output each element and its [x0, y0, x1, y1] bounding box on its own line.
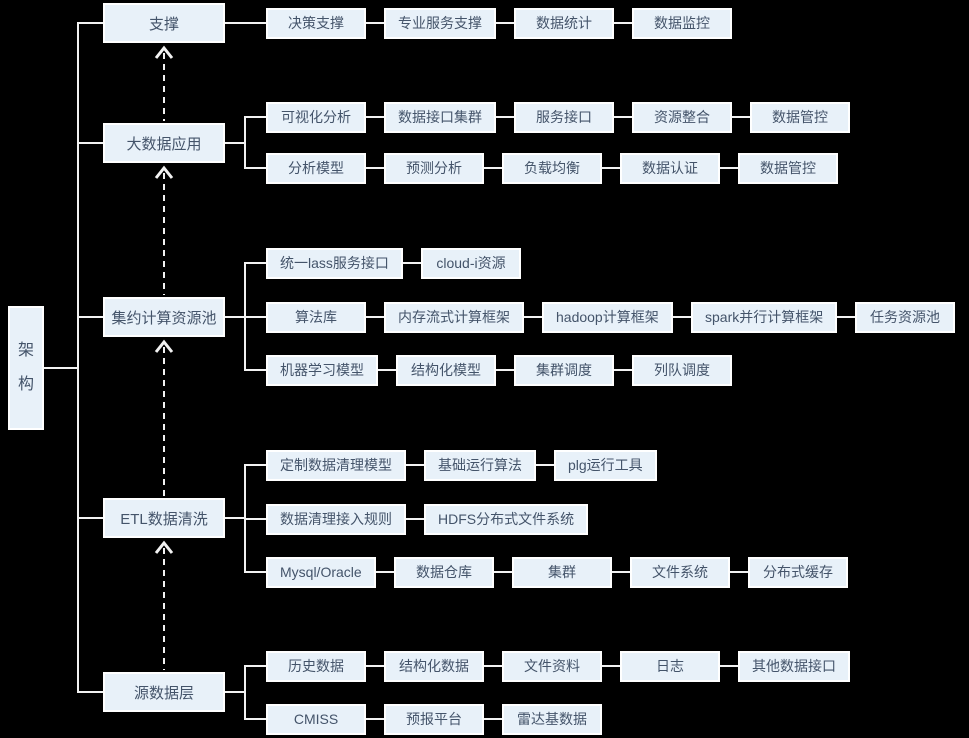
node-box: 内存流式计算框架	[384, 301, 524, 333]
node-box: 集群	[512, 556, 612, 588]
node-box: 可视化分析	[266, 101, 366, 133]
node-box: cloud-i资源	[421, 247, 521, 279]
node-box: 分析模型	[266, 152, 366, 184]
node-box: 预报平台	[384, 703, 484, 735]
node-box: hadoop计算框架	[542, 301, 673, 333]
up-arrowhead	[154, 339, 174, 353]
node-box: 统一lass服务接口	[266, 247, 403, 279]
category-node-compute-pool: 集约计算资源池	[103, 297, 225, 337]
category-node-bigdata-app: 大数据应用	[103, 123, 225, 163]
node-box: 其他数据接口	[738, 650, 850, 682]
node-box: 结构化数据	[384, 650, 484, 682]
category-node-source-layer: 源数据层	[103, 672, 225, 712]
node-box: 文件资料	[502, 650, 602, 682]
node-box: 数据接口集群	[384, 101, 496, 133]
node-box: 历史数据	[266, 650, 366, 682]
node-box: plg运行工具	[554, 449, 657, 481]
node-box: 数据管控	[738, 152, 838, 184]
node-box: CMISS	[266, 703, 366, 735]
node-box: 数据管控	[750, 101, 850, 133]
node-box: 数据认证	[620, 152, 720, 184]
node-box: 负载均衡	[502, 152, 602, 184]
node-box: 列队调度	[632, 354, 732, 386]
node-box: 任务资源池	[855, 301, 955, 333]
node-box: spark并行计算框架	[691, 301, 838, 333]
up-arrowhead	[154, 165, 174, 179]
node-box: 日志	[620, 650, 720, 682]
node-box: 决策支撑	[266, 7, 366, 39]
node-box: 结构化模型	[396, 354, 496, 386]
node-box: 文件系统	[630, 556, 730, 588]
root-node: 架构	[8, 306, 44, 430]
node-box: HDFS分布式文件系统	[424, 503, 589, 535]
up-arrowhead	[154, 540, 174, 554]
category-node-support: 支撑	[103, 3, 225, 43]
node-box: 定制数据清理模型	[266, 449, 406, 481]
up-arrowhead	[154, 45, 174, 59]
node-box: Mysql/Oracle	[266, 556, 376, 588]
node-box: 资源整合	[632, 101, 732, 133]
node-box: 专业服务支撑	[384, 7, 496, 39]
root-node-label: 架构	[17, 342, 34, 393]
node-box: 集群调度	[514, 354, 614, 386]
node-box: 雷达基数据	[502, 703, 602, 735]
node-box: 算法库	[266, 301, 366, 333]
category-node-etl-clean: ETL数据清洗	[103, 498, 225, 538]
node-box: 数据仓库	[394, 556, 494, 588]
node-box: 基础运行算法	[424, 449, 536, 481]
node-box: 分布式缓存	[748, 556, 848, 588]
node-box: 机器学习模型	[266, 354, 378, 386]
node-box: 数据清理接入规则	[266, 503, 406, 535]
node-box: 预测分析	[384, 152, 484, 184]
node-box: 服务接口	[514, 101, 614, 133]
node-box: 数据监控	[632, 7, 732, 39]
node-box: 数据统计	[514, 7, 614, 39]
